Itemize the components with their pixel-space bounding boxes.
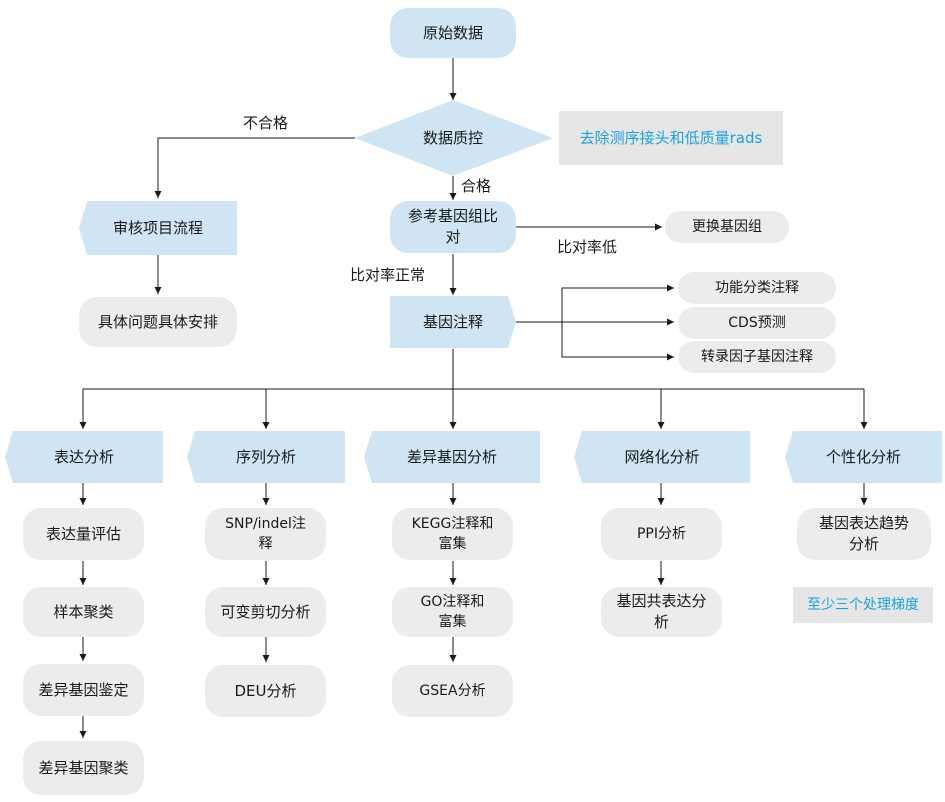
node-snp: SNP/indel注释: [205, 508, 326, 560]
qc-diamond-shape: [355, 100, 553, 176]
node-specific: 具体问题具体安排: [79, 297, 237, 347]
node-ref-align: 参考基因组比对: [390, 201, 516, 253]
edge-label-normal-rate: 比对率正常: [350, 266, 426, 284]
node-deu: DEU分析: [205, 665, 326, 717]
edge-label-fail: 不合格: [243, 114, 289, 132]
node-ppi: PPI分析: [601, 508, 722, 560]
edge-label-pass: 合格: [461, 177, 492, 195]
note-qc: 去除测序接头和低质量rads: [559, 111, 783, 165]
node-trend: 基因表达趋势分析: [797, 508, 931, 560]
node-raw-data: 原始数据: [390, 8, 516, 58]
node-diff-identify: 差异基因鉴定: [23, 664, 144, 716]
node-expr-eval: 表达量评估: [23, 508, 144, 560]
node-go: GO注释和富集: [392, 587, 513, 637]
note-trend: 至少三个处理梯度: [793, 587, 933, 623]
node-diff-cluster: 差异基因聚类: [23, 741, 144, 795]
node-sample-cluster: 样本聚类: [23, 587, 144, 637]
edge-label-low-rate: 比对率低: [557, 238, 618, 256]
node-data-qc: 数据质控: [422, 128, 483, 147]
node-gene-annotation: 基因注释: [390, 296, 516, 348]
category-personal: 个性化分析: [785, 431, 942, 483]
node-coexpr: 基因共表达分析: [601, 587, 722, 637]
node-gsea: GSEA分析: [392, 665, 513, 717]
node-cds: CDS预测: [678, 307, 836, 339]
category-network: 网络化分析: [574, 431, 750, 483]
node-review: 审核项目流程: [79, 201, 237, 255]
node-kegg: KEGG注释和富集: [392, 508, 513, 560]
category-diff: 差异基因分析: [364, 431, 540, 483]
node-func-class: 功能分类注释: [678, 272, 836, 304]
node-tf: 转录因子基因注释: [678, 341, 836, 373]
category-sequence: 序列分析: [187, 431, 345, 483]
category-expression: 表达分析: [5, 431, 163, 483]
node-replace-genome: 更换基因组: [665, 211, 789, 243]
node-splice: 可变剪切分析: [205, 587, 326, 637]
